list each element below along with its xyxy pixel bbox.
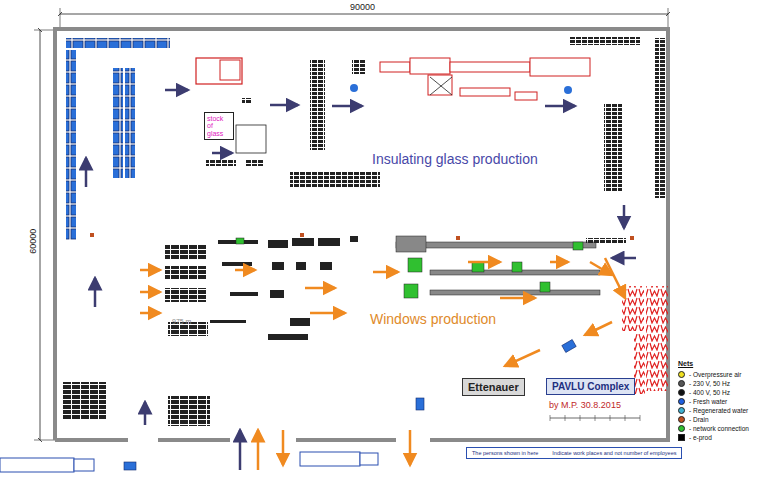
legend-row: - Drain: [678, 416, 709, 423]
legend-text: - 230 V, 50 Hz: [689, 380, 730, 387]
node-text: PAVLU Complex: [552, 381, 629, 392]
dimension-label: 90000: [348, 2, 377, 12]
area-label: Windows production: [370, 311, 496, 327]
legend-swatch: [678, 425, 685, 432]
legend-text: - Regenerated water: [689, 407, 748, 414]
logo-box: Ettenauer: [462, 378, 525, 396]
legend-swatch: [678, 398, 685, 405]
legend-text: - e-prod: [689, 434, 712, 441]
legend-title: Nets: [678, 360, 693, 368]
legend-text: - 400 V, 50 Hz: [689, 389, 730, 396]
legend-swatch: [678, 389, 685, 396]
legend-text: - Overpressure air: [689, 371, 741, 378]
legend-swatch: [678, 434, 685, 441]
area-label: Insulating glass production: [372, 151, 538, 167]
legend-row: - network connection: [678, 425, 749, 432]
legend-row: - Overpressure air: [678, 371, 741, 378]
legend-row: - e-prod: [678, 434, 712, 441]
dimension-label: 60000: [28, 227, 38, 256]
node-text: stock of glass: [207, 115, 231, 137]
legend-text: - network connection: [689, 425, 749, 432]
logo-box: PAVLU Complex: [546, 378, 635, 395]
note-box: The persons shown in here Indicate work p…: [466, 447, 682, 459]
legend-row: - 400 V, 50 Hz: [678, 389, 730, 396]
legend-swatch: [678, 407, 685, 414]
note-text: 975 m: [172, 318, 191, 326]
node-text: Ettenauer: [468, 381, 519, 393]
legend-row: - 230 V, 50 Hz: [678, 380, 730, 387]
author-date: by M.P. 30.8.2015: [549, 400, 621, 410]
node-text: The persons shown in here: [472, 450, 538, 456]
node-text: Indicate work places and not number of e…: [552, 450, 676, 456]
legend-text: - Drain: [689, 416, 709, 423]
legend-row: - Fresh water: [678, 398, 727, 405]
legend-row: - Regenerated water: [678, 407, 748, 414]
stock-box: stock of glass: [204, 112, 234, 140]
legend-swatch: [678, 416, 685, 423]
legend-swatch: [678, 380, 685, 387]
legend-swatch: [678, 371, 685, 378]
legend-text: - Fresh water: [689, 398, 727, 405]
